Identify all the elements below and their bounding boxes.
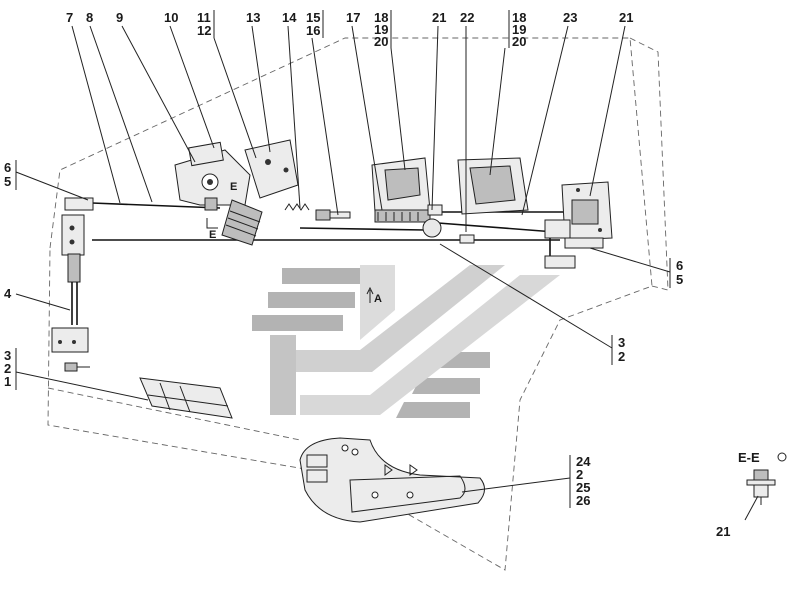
- callout-22: 22: [460, 10, 474, 25]
- callout-left-4: 4: [4, 286, 12, 301]
- callout-bars: [213, 10, 510, 48]
- callout-right-6: 6: [676, 258, 683, 273]
- callout-21b: 21: [619, 10, 633, 25]
- callout-right-26: 26: [576, 493, 590, 508]
- callout-8: 8: [86, 10, 93, 25]
- callout-right-2: 2: [618, 349, 625, 364]
- center-pedals: [371, 157, 529, 244]
- floor-mat: [139, 377, 233, 419]
- callout-left-6: 6: [4, 160, 11, 175]
- detail-view-title: E-E: [738, 450, 760, 465]
- callout-left-5: 5: [4, 174, 11, 189]
- cab-floor-outline: [47, 37, 669, 571]
- callout-23: 23: [563, 10, 577, 25]
- leader-left-65: [15, 171, 89, 201]
- section-e-upper: E: [230, 181, 237, 193]
- callout-21a: 21: [432, 10, 446, 25]
- section-e-bracket: [206, 218, 218, 229]
- detail-view-part-label: 21: [716, 524, 730, 539]
- callout-right-3: 3: [618, 335, 625, 350]
- callout-left-2: 2: [4, 361, 11, 376]
- detail-view-ee: E-E 21: [716, 450, 787, 539]
- logo-watermark: [252, 265, 560, 418]
- callout-left-1: 1: [4, 374, 11, 389]
- view-a-mark: A: [374, 293, 382, 305]
- callout-13: 13: [246, 10, 260, 25]
- callout-9: 9: [116, 10, 123, 25]
- callout-20b: 20: [512, 34, 526, 49]
- callout-10: 10: [164, 10, 178, 25]
- callout-17: 17: [346, 10, 360, 25]
- callout-7: 7: [66, 10, 73, 25]
- right-bracket-assembly: [544, 181, 613, 269]
- callout-19b: 19: [512, 22, 526, 37]
- callout-12: 12: [197, 23, 211, 38]
- callout-16: 16: [306, 23, 320, 38]
- callout-right-25: 25: [576, 480, 590, 495]
- leader-right-24: [461, 477, 571, 493]
- callout-15: 15: [306, 10, 320, 25]
- callout-left-3: 3: [4, 348, 11, 363]
- callout-right-5: 5: [676, 272, 683, 287]
- callout-14: 14: [282, 10, 297, 25]
- section-e-lower: E: [209, 229, 216, 241]
- leader-right-65: [589, 247, 671, 273]
- callout-18b: 18: [512, 10, 526, 25]
- leader-right-32: [439, 243, 613, 349]
- top-leaders: [71, 25, 626, 232]
- callout-19a: 19: [374, 22, 388, 37]
- callout-right-24: 24: [576, 454, 591, 469]
- callout-11: 11: [197, 10, 211, 25]
- pedal-cluster: [174, 139, 351, 246]
- callout-18a: 18: [374, 10, 388, 25]
- callout-20a: 20: [374, 34, 388, 49]
- leader-left-4: [15, 293, 71, 311]
- view-a-arrow: [366, 286, 374, 303]
- callout-right-2b: 2: [576, 467, 583, 482]
- left-lever-assembly: [51, 197, 94, 372]
- seat-base: [299, 437, 485, 523]
- leader-left-321: [15, 371, 149, 401]
